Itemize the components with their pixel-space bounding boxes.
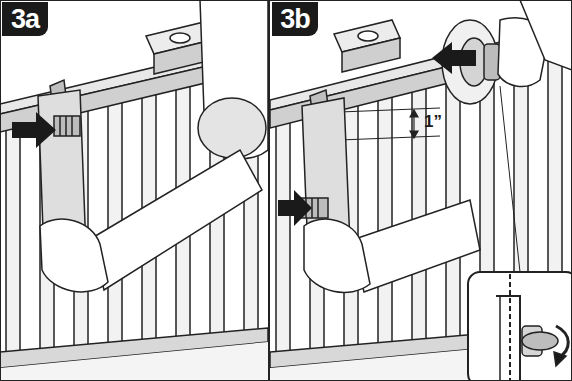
panel-3b — [270, 0, 572, 381]
detail-inset — [468, 272, 572, 381]
step-badge: 3a — [2, 2, 48, 36]
arm — [352, 200, 480, 292]
push-arrow — [12, 112, 56, 148]
step-number: 3b — [280, 6, 310, 33]
hand — [40, 219, 108, 292]
panel-3a — [0, 0, 268, 381]
push-arrow — [432, 42, 476, 74]
dimension-label: 1” — [424, 112, 442, 132]
step-number: 3a — [11, 6, 39, 33]
push-arrow — [278, 190, 312, 226]
step-badge: 3b — [272, 2, 318, 36]
arm — [92, 0, 268, 290]
mount-bracket — [334, 20, 400, 72]
leader-line — [500, 86, 520, 272]
panel-divider — [268, 0, 270, 381]
hand — [304, 219, 370, 292]
